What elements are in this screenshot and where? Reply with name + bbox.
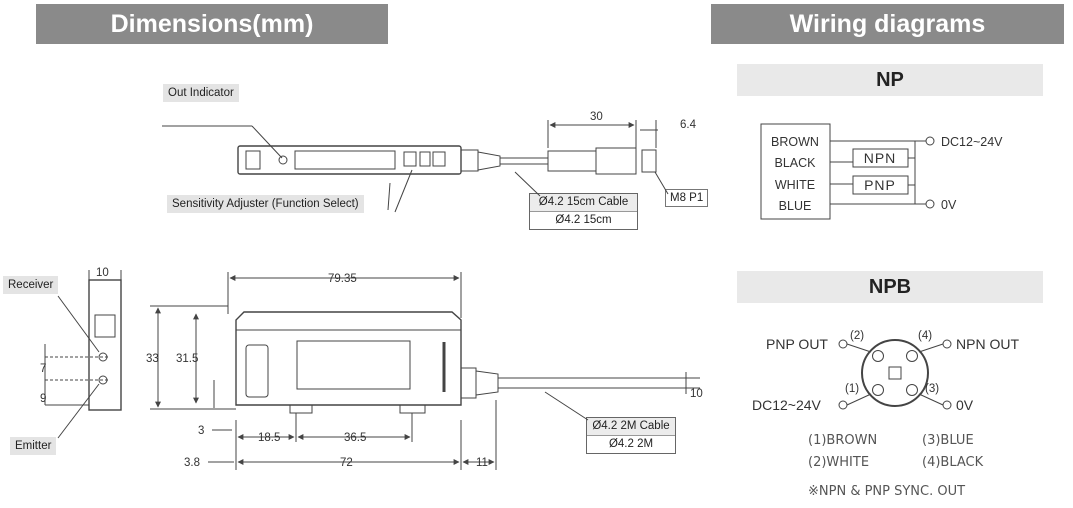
m8-connector-label: M8 P1 — [665, 189, 709, 207]
m8-connector-tip — [641, 149, 657, 173]
sensitivity-leader-b — [394, 169, 413, 213]
front-view-window — [296, 340, 411, 390]
zero-line — [918, 393, 944, 406]
emitter-leader — [57, 383, 100, 439]
pin-label-3: (3) — [925, 383, 939, 395]
top-view-body — [237, 145, 462, 175]
pin-label-2: (2) — [850, 330, 864, 342]
pnp-out-line — [846, 343, 872, 353]
m8-connector-face — [861, 339, 929, 407]
out-indicator-led — [278, 155, 288, 165]
top-view-display — [294, 150, 396, 170]
zero-terminal — [942, 400, 952, 410]
legend-brown: (1)BROWN — [808, 433, 878, 448]
cable-spec-top-a: Ø4.2 15cm Cable — [530, 194, 637, 212]
np-supply-terminal — [925, 136, 935, 146]
np-zero-terminal — [925, 199, 935, 209]
pin-2 — [872, 350, 884, 362]
m8-leader — [654, 171, 669, 195]
dim-79-35: 79.35 — [328, 273, 357, 285]
npb-npn-out: NPN OUT — [956, 336, 1019, 352]
dim-3: 3 — [198, 425, 204, 437]
npn-out-line — [918, 343, 944, 353]
front-view-foot-right — [399, 404, 426, 414]
wiring-header: Wiring diagrams — [711, 4, 1064, 44]
side-view-body — [88, 279, 122, 411]
dim-11: 11 — [476, 457, 488, 469]
npb-zero: 0V — [956, 397, 974, 413]
front-view-foot-left — [289, 404, 313, 414]
cable-spec-bottom: Ø4.2 2M Cable Ø4.2 2M — [586, 417, 676, 454]
dim-33: 33 — [146, 353, 159, 365]
pin-3 — [906, 384, 918, 396]
np-subheader: NP — [737, 64, 1043, 96]
cable-leader-top — [514, 171, 541, 197]
dim-7: 7 — [40, 363, 46, 375]
emitter-label: Emitter — [10, 437, 57, 455]
np-wire-brown: BROWN — [771, 135, 819, 149]
receiver-label: Receiver — [3, 276, 59, 294]
np-pnp-label: PNP — [864, 177, 896, 193]
front-cable-boot — [475, 370, 499, 396]
pin-label-4: (4) — [918, 330, 932, 342]
dim-9: 9 — [40, 393, 46, 405]
up-button-shape — [403, 151, 417, 167]
dim-6-4: 6.4 — [680, 119, 697, 131]
dc-terminal — [838, 400, 848, 410]
top-cable-boot — [477, 151, 501, 171]
cable-spec-top: Ø4.2 15cm Cable Ø4.2 15cm — [529, 193, 638, 230]
cable-spec-bottom-b: Ø4.2 2M — [608, 438, 654, 450]
npb-dc: DC12~24V — [752, 397, 822, 413]
dimensions-header: Dimensions(mm) — [36, 4, 388, 44]
npb-pnp-out: PNP OUT — [766, 336, 828, 352]
front-view-button-panel — [245, 344, 269, 398]
dim-3-8: 3.8 — [184, 457, 200, 469]
np-zero-label: 0V — [941, 198, 957, 212]
pnp-out-terminal — [838, 339, 848, 349]
dim-18-5: 18.5 — [258, 432, 280, 444]
pin-4 — [906, 350, 918, 362]
connector-key — [888, 366, 902, 380]
sensitivity-adjuster-label: Sensitivity Adjuster (Function Select) — [167, 195, 364, 213]
m8-connector-nut — [595, 147, 637, 175]
npb-subheader: NPB — [737, 271, 1043, 303]
legend-black: (4)BLACK — [922, 455, 984, 470]
cable-spec-top-b: Ø4.2 15cm — [555, 214, 612, 226]
np-wire-box — [760, 123, 831, 220]
dim-10-side: 10 — [96, 267, 109, 279]
cable-leader-bottom — [544, 391, 589, 421]
np-wire-white: WHITE — [775, 178, 815, 192]
receiver-leader — [57, 295, 100, 353]
np-wire-black: BLACK — [775, 156, 817, 170]
front-view-body — [235, 311, 462, 406]
top-view-latch — [245, 150, 261, 170]
dc-line — [846, 393, 872, 406]
m8-connector-body — [547, 150, 597, 172]
side-view-clip — [94, 314, 116, 338]
front-strain-relief — [461, 367, 477, 399]
np-wire-blue: BLUE — [779, 199, 812, 213]
dim-10-cable: 10 — [690, 388, 703, 400]
top-strain-relief — [461, 149, 479, 172]
pin-label-1: (1) — [845, 383, 859, 395]
pin-1 — [872, 384, 884, 396]
dim-31-5: 31.5 — [176, 353, 198, 365]
dim-36-5: 36.5 — [344, 432, 366, 444]
down-button-shape — [432, 151, 446, 167]
legend-blue: (3)BLUE — [922, 433, 974, 448]
sync-note: ※NPN & PNP SYNC. OUT — [808, 484, 966, 499]
npn-out-terminal — [942, 339, 952, 349]
mode-button-shape — [419, 151, 431, 167]
dim-30: 30 — [590, 111, 603, 123]
out-indicator-leader — [251, 125, 283, 159]
sensitivity-leader-a — [387, 182, 391, 211]
out-indicator-label: Out Indicator — [163, 84, 239, 102]
np-npn-label: NPN — [864, 150, 897, 166]
legend-white: (2)WHITE — [808, 455, 870, 470]
np-supply-label: DC12~24V — [941, 135, 1003, 149]
cable-spec-bottom-a: Ø4.2 2M Cable — [587, 418, 675, 436]
dim-72: 72 — [340, 457, 353, 469]
